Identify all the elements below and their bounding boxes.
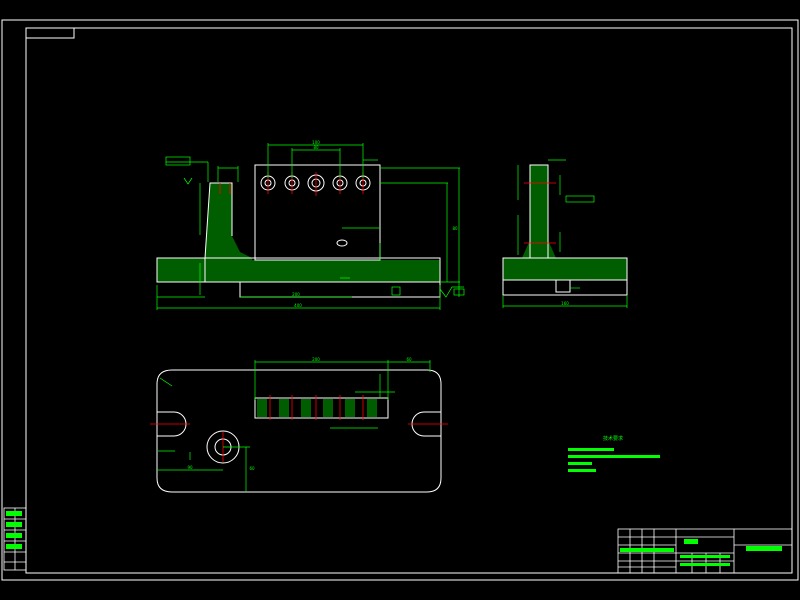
dim-front-overall: 400: [294, 303, 302, 308]
side-view: 160: [502, 159, 628, 308]
tech-notes-title: 技术要求: [603, 435, 623, 442]
dim-front-top: 100: [312, 140, 320, 145]
part-name-mark: [746, 546, 782, 551]
plan-outline: [156, 369, 442, 493]
dim-plan-right: 60: [249, 466, 255, 471]
dim-plan-top2: 60: [406, 357, 412, 362]
side-dimensions: [502, 159, 628, 308]
plan-hatch: [257, 399, 377, 417]
dim-plan-bottom: 90: [187, 465, 193, 470]
front-view: 100 80 400 200 80: [156, 140, 465, 310]
drawing-number-box: [25, 27, 75, 39]
tech-notes: 技术要求: [568, 435, 660, 472]
front-view-hatch: [157, 183, 440, 282]
drawing-name-mark: [684, 539, 698, 544]
dim-front-top2: 80: [313, 145, 319, 150]
front-holes: [260, 174, 371, 247]
side-view-outline: [502, 164, 628, 296]
plan-view: 200 60 90 60: [150, 357, 448, 493]
title-block-fill: [620, 539, 782, 566]
outer-border: [1, 19, 799, 581]
dim-front-height: 80: [452, 226, 458, 231]
plan-dimensions: [157, 360, 431, 492]
front-dim-labels: 100 80 400 200 80: [292, 140, 458, 308]
tech-notes-lines: [568, 448, 660, 472]
side-stamp-table: [3, 507, 27, 571]
front-surface-marks: [165, 156, 465, 298]
dim-plan-top: 200: [312, 357, 320, 362]
inner-border: [25, 27, 793, 574]
side-view-hatch: [503, 165, 627, 280]
plan-dim-labels: 200 60 90 60: [187, 357, 412, 471]
side-stamp-fill: [6, 511, 22, 549]
front-dimensions: [156, 143, 460, 310]
plan-slots: [157, 397, 441, 464]
dim-side-width: 160: [561, 301, 569, 306]
side-center-lines: [524, 182, 556, 244]
dim-front-bottom: 200: [292, 292, 300, 297]
sheet-frame: [1, 19, 799, 581]
plan-center-lines: [150, 395, 448, 462]
